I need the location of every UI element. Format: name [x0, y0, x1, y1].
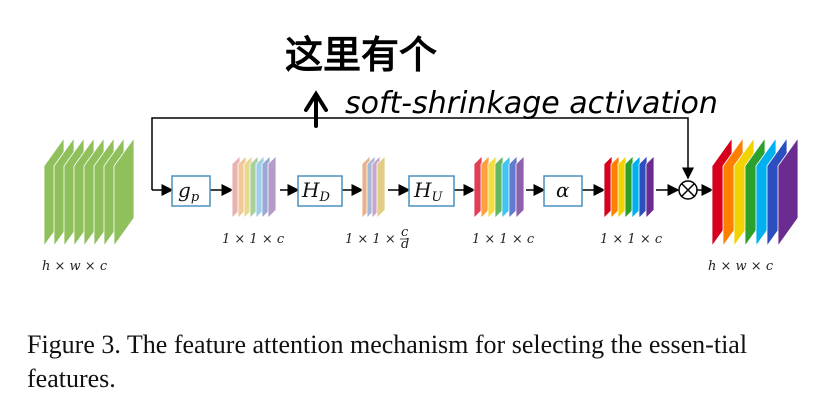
- input-dim-label: h × w × c: [42, 259, 108, 274]
- hu-dim-label: 1 × 1 × c: [472, 232, 535, 247]
- hu-main: H: [413, 178, 432, 202]
- output-feature-stack: [712, 138, 798, 246]
- svg-text:d: d: [401, 237, 409, 252]
- hu-sub: U: [431, 190, 443, 205]
- expanded-vector-stack: [474, 156, 524, 218]
- reduced-slice: [377, 156, 385, 218]
- gp-sub: p: [191, 190, 200, 205]
- handwritten-annotation: 这里有个 soft-shrinkage activation: [285, 33, 718, 126]
- hd-dim-label: 1 × 1 × c d: [345, 225, 409, 252]
- gp-main: g: [178, 178, 191, 202]
- alpha-label: α: [556, 178, 570, 202]
- hd-sub: D: [318, 190, 330, 205]
- reduced-vector-stack: [362, 156, 385, 218]
- hd-main: H: [301, 178, 320, 202]
- pooled-vector-stack: [232, 156, 276, 218]
- alpha-dim-label: 1 × 1 × c: [600, 232, 663, 247]
- expanded-slice: [516, 156, 524, 218]
- pooled-slice: [268, 156, 276, 218]
- annotation-english: soft-shrinkage activation: [345, 86, 718, 121]
- annotation-arrow: [306, 94, 326, 126]
- output-dim-label: h × w × c: [708, 259, 774, 274]
- gp-box: gp: [172, 176, 210, 206]
- figure-caption: Figure 3. The feature attention mechanis…: [27, 328, 807, 396]
- svg-text:1 × 1 ×: 1 × 1 ×: [345, 232, 396, 247]
- hd-box: HD: [298, 176, 342, 206]
- alpha-box: α: [544, 176, 582, 206]
- activated-slice: [646, 156, 654, 218]
- input-feature-stack: [44, 138, 134, 246]
- hu-box: HU: [409, 176, 454, 206]
- activated-vector-stack: [604, 156, 654, 218]
- gp-dim-label: 1 × 1 × c: [222, 232, 285, 247]
- multiply-node: [679, 181, 697, 199]
- annotation-chinese: 这里有个: [285, 33, 437, 77]
